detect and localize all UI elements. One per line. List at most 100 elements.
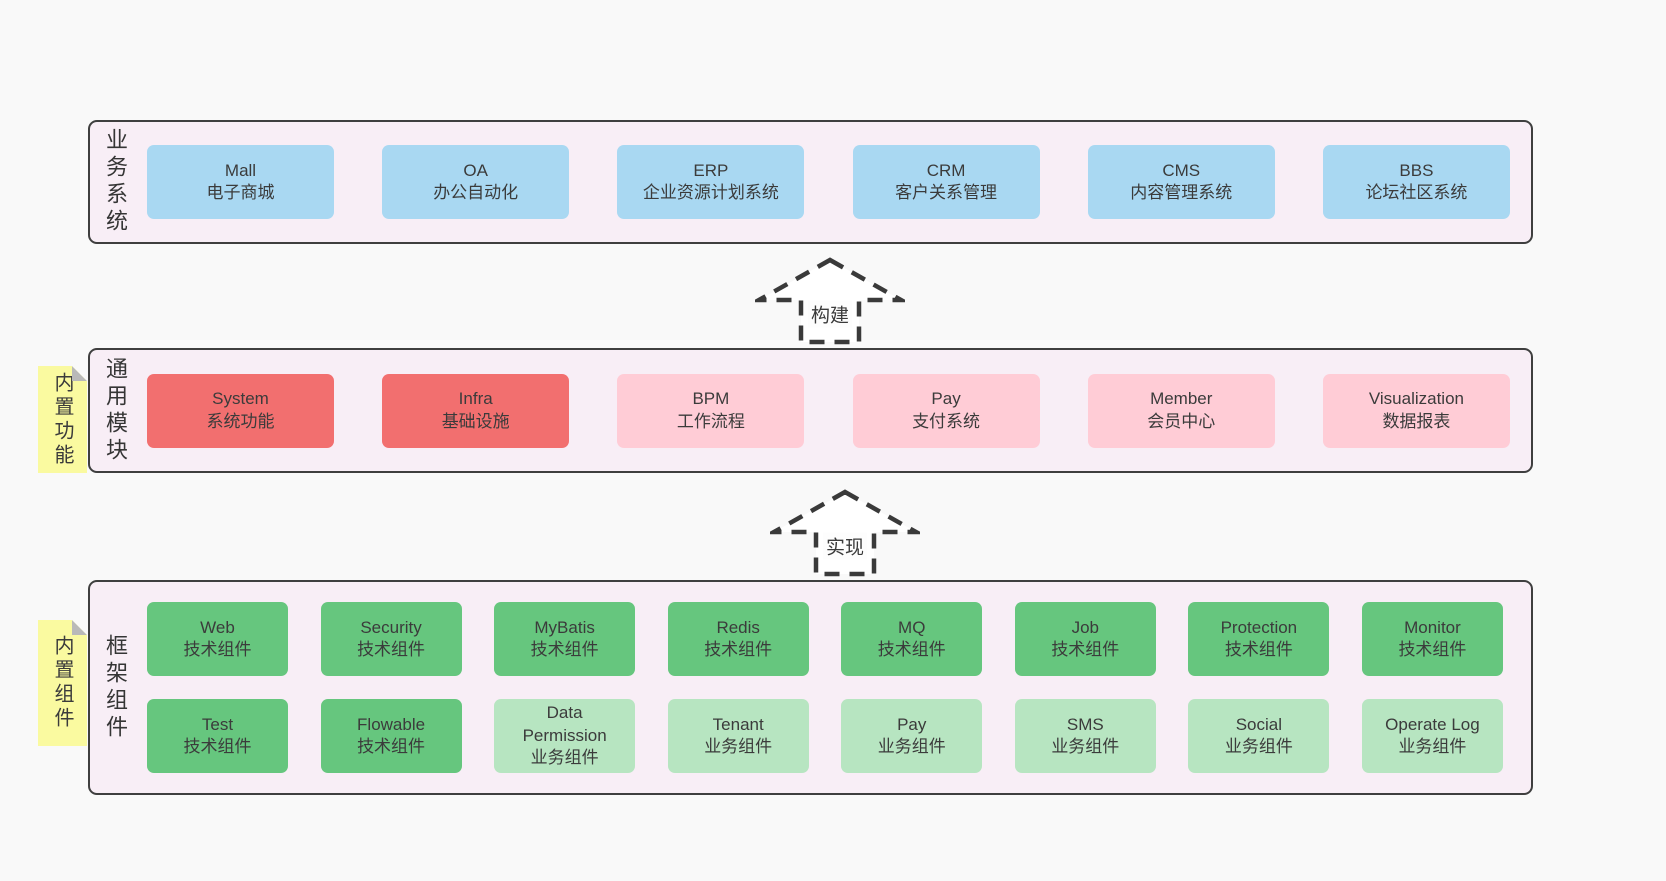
- box-bpm: BPM 工作流程: [617, 373, 805, 448]
- box-member: Member 会员中心: [1087, 373, 1275, 448]
- arrow-implement-label: 实现: [822, 532, 868, 560]
- box-subtitle: 电子商城: [206, 183, 275, 202]
- box-subtitle: 企业资源计划系统: [642, 183, 779, 202]
- box-subtitle: 基础设施: [441, 411, 510, 431]
- box-title: BPM: [692, 389, 730, 409]
- box-title: ERP: [693, 160, 729, 180]
- box-infra: Infra 基础设施: [382, 373, 570, 448]
- business-systems-boxes: Mall 电子商城 OA 办公自动化 ERP 企业资源计划系统 CRM 客户关系…: [147, 122, 1510, 242]
- box-crm: CRM 客户关系管理: [852, 145, 1040, 219]
- box-monitor: Monitor 技术组件: [1361, 602, 1503, 676]
- arrow-build-label: 构建: [807, 300, 853, 328]
- box-pay-component: Pay 业务组件: [841, 699, 983, 773]
- box-web: Web 技术组件: [147, 602, 288, 676]
- box-subtitle: 内容管理系统: [1130, 183, 1233, 202]
- box-title: Monitor: [1404, 617, 1461, 637]
- box-subtitle: 系统功能: [206, 411, 275, 431]
- box-title: BBS: [1399, 160, 1434, 180]
- box-title: Pay: [897, 714, 927, 734]
- box-subtitle: 技术组件: [1224, 640, 1293, 659]
- box-pay-module: Pay 支付系统: [852, 373, 1040, 448]
- framework-components-rows: Web 技术组件 Security 技术组件 MyBatis 技术组件 Redi…: [147, 602, 1503, 773]
- box-erp: ERP 企业资源计划系统: [617, 145, 805, 219]
- box-title: SMS: [1066, 714, 1104, 734]
- box-subtitle: 工作流程: [676, 411, 745, 431]
- box-title: Job: [1071, 617, 1100, 637]
- box-operate-log: Operate Log 业务组件: [1361, 699, 1503, 773]
- box-subtitle: 业务组件: [1224, 737, 1293, 756]
- box-title: CMS: [1162, 160, 1201, 180]
- box-flowable: Flowable 技术组件: [320, 699, 462, 773]
- box-title: Security: [360, 617, 422, 637]
- framework-components-row-1: Web 技术组件 Security 技术组件 MyBatis 技术组件 Redi…: [147, 602, 1503, 676]
- box-title: Social: [1235, 714, 1283, 734]
- box-subtitle: 业务组件: [1398, 737, 1467, 756]
- box-title: Redis: [716, 617, 760, 637]
- box-subtitle: 技术组件: [183, 737, 252, 756]
- band-common-modules: 通用模块 System 系统功能 Infra 基础设施 BPM 工作流程 Pay…: [88, 348, 1533, 473]
- box-tenant: Tenant 业务组件: [667, 699, 809, 773]
- box-social: Social 业务组件: [1188, 699, 1330, 773]
- arrow-build: 构建: [755, 256, 905, 346]
- box-title: Protection: [1220, 617, 1298, 637]
- box-subtitle: 技术组件: [530, 640, 599, 659]
- box-subtitle: 支付系统: [912, 411, 981, 431]
- box-title: CRM: [926, 160, 966, 180]
- arrow-implement: 实现: [770, 488, 920, 578]
- box-subtitle: 客户关系管理: [895, 183, 998, 202]
- box-title: System: [212, 389, 269, 409]
- box-title: Pay: [931, 389, 961, 409]
- box-redis: Redis 技术组件: [667, 602, 809, 676]
- box-subtitle: 数据报表: [1382, 411, 1451, 431]
- box-subtitle: 论坛社区系统: [1365, 183, 1468, 202]
- box-system: System 系统功能: [147, 373, 334, 448]
- box-title: Tenant: [712, 714, 764, 734]
- sticky-note-built-in-components: 内置组件: [38, 620, 87, 746]
- box-subtitle: 技术组件: [1398, 640, 1467, 659]
- box-subtitle: 技术组件: [704, 640, 773, 659]
- box-title: OA: [463, 160, 488, 180]
- box-mybatis: MyBatis 技术组件: [494, 602, 636, 676]
- framework-components-row-2: Test 技术组件 Flowable 技术组件 Data Permission …: [147, 699, 1503, 773]
- box-subtitle: 办公自动化: [433, 183, 519, 202]
- box-subtitle: 业务组件: [877, 737, 946, 756]
- box-title: MyBatis: [534, 617, 595, 637]
- box-title: Member: [1150, 389, 1213, 409]
- box-visualization: Visualization 数据报表: [1322, 373, 1510, 448]
- box-title: Mall: [224, 160, 257, 180]
- box-subtitle: 业务组件: [530, 748, 599, 768]
- box-job: Job 技术组件: [1014, 602, 1156, 676]
- box-mall: Mall 电子商城: [147, 145, 334, 219]
- band-business-systems: 业务系统 Mall 电子商城 OA 办公自动化 ERP 企业资源计划系统 CRM…: [88, 120, 1533, 244]
- box-subtitle: 技术组件: [183, 640, 252, 659]
- box-title: Visualization: [1368, 389, 1464, 409]
- box-subtitle: 技术组件: [357, 640, 426, 659]
- sticky-note-built-in-features: 内置功能: [38, 366, 87, 473]
- box-cms: CMS 内容管理系统: [1087, 145, 1275, 219]
- band-label-common-modules: 通用模块: [103, 356, 128, 465]
- box-sms: SMS 业务组件: [1014, 699, 1156, 773]
- box-security: Security 技术组件: [320, 602, 462, 676]
- box-subtitle: 技术组件: [357, 737, 426, 756]
- box-title: Flowable: [357, 714, 426, 734]
- band-label-framework-components: 框架组件: [103, 633, 128, 742]
- box-subtitle: 业务组件: [1051, 737, 1120, 756]
- common-modules-boxes: System 系统功能 Infra 基础设施 BPM 工作流程 Pay 支付系统…: [147, 350, 1510, 471]
- box-title: Data Permission: [522, 703, 607, 745]
- box-title: MQ: [898, 617, 926, 637]
- box-subtitle: 技术组件: [877, 640, 946, 659]
- box-subtitle: 业务组件: [704, 737, 773, 756]
- box-test: Test 技术组件: [147, 699, 288, 773]
- box-protection: Protection 技术组件: [1188, 602, 1330, 676]
- band-label-business-systems: 业务系统: [103, 128, 128, 236]
- box-subtitle: 技术组件: [1051, 640, 1120, 659]
- box-bbs: BBS 论坛社区系统: [1322, 145, 1510, 219]
- box-mq: MQ 技术组件: [841, 602, 983, 676]
- box-oa: OA 办公自动化: [382, 145, 570, 219]
- box-title: Operate Log: [1385, 714, 1480, 734]
- box-title: Test: [201, 714, 234, 734]
- band-framework-components: 框架组件 Web 技术组件 Security 技术组件 MyBatis 技术组件…: [88, 580, 1533, 795]
- box-title: Web: [200, 617, 235, 637]
- box-subtitle: 会员中心: [1147, 411, 1216, 431]
- box-data-permission: Data Permission 业务组件: [494, 699, 636, 773]
